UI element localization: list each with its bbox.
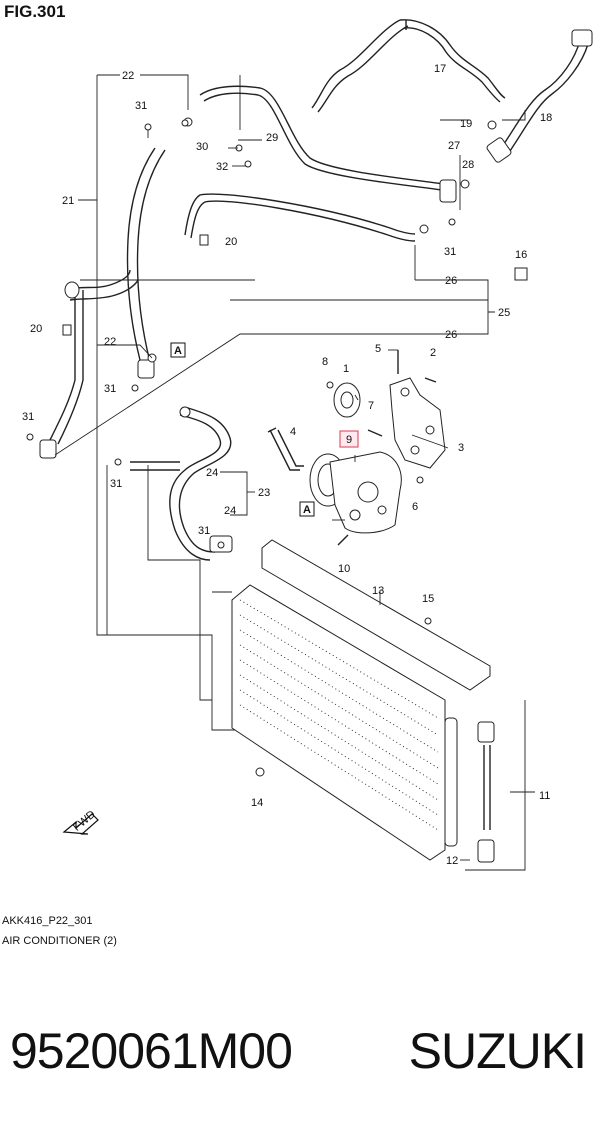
callout-31-b: 31 — [104, 383, 116, 395]
callout-11: 11 — [539, 790, 550, 802]
svg-text:A: A — [303, 504, 311, 516]
part-number: 9520061M00 — [10, 1023, 293, 1079]
callout-9-highlight-box — [339, 430, 359, 448]
callout-5: 5 — [375, 343, 381, 355]
callout-2: 2 — [430, 347, 436, 359]
callout-19: 19 — [460, 118, 472, 130]
figure-code: AKK416_P22_301 — [2, 915, 93, 927]
figure-caption: AIR CONDITIONER (2) — [2, 935, 117, 947]
callout-3: 3 — [458, 442, 464, 454]
callout-9: 9 — [346, 434, 352, 446]
callout-26-lower: 26 — [445, 329, 457, 341]
callout-24-upper: 24 — [206, 467, 218, 479]
callout-14: 14 — [251, 797, 263, 809]
callout-20-lower: 20 — [30, 323, 42, 335]
callout-23: 23 — [258, 487, 270, 499]
reference-marker-a-upper: A — [170, 342, 186, 358]
callout-18: 18 — [540, 112, 552, 124]
pipe-21-22-assembly — [39, 147, 166, 459]
callout-32: 32 — [216, 161, 228, 173]
hose-17-18-assembly — [311, 19, 593, 163]
callout-29: 29 — [266, 132, 278, 144]
callout-26-upper: 26 — [445, 275, 457, 287]
callout-17: 17 — [434, 63, 446, 75]
reference-marker-a-lower: A — [299, 501, 315, 517]
callout-28: 28 — [462, 159, 474, 171]
callout-6: 6 — [412, 501, 418, 513]
brand-name: SUZUKI — [408, 1023, 587, 1079]
callout-21: 21 — [62, 195, 74, 207]
callout-22-lower: 22 — [104, 336, 116, 348]
belt-4 — [267, 427, 304, 471]
svg-text:A: A — [174, 345, 182, 357]
bracket-3 — [389, 377, 446, 469]
callout-20-upper: 20 — [225, 236, 237, 248]
callout-31-e: 31 — [198, 525, 210, 537]
callout-31-c: 31 — [22, 411, 34, 423]
receiver-dryer-12 — [477, 721, 495, 863]
compressor-assembly — [309, 451, 402, 534]
callout-31-a: 31 — [135, 100, 147, 112]
pipe-23-24-assembly — [130, 406, 233, 561]
callout-27: 27 — [448, 140, 460, 152]
callout-31-d: 31 — [110, 478, 122, 490]
fasteners — [26, 117, 528, 777]
callout-30: 30 — [196, 141, 208, 153]
condenser-11 — [231, 584, 458, 861]
callout-7: 7 — [368, 400, 374, 412]
callout-24-lower: 24 — [224, 505, 236, 517]
figure-title: FIG.301 — [4, 2, 66, 21]
callout-25: 25 — [498, 307, 510, 319]
callout-13: 13 — [372, 585, 384, 597]
pipe-26-27-assembly — [184, 85, 457, 242]
callout-1: 1 — [343, 363, 349, 375]
callout-labels: 1 2 3 4 5 6 7 8 9 10 11 12 13 14 15 16 1… — [22, 63, 552, 867]
callout-8: 8 — [322, 356, 328, 368]
callout-15: 15 — [422, 593, 434, 605]
callout-22-upper: 22 — [122, 70, 134, 82]
ac-parts-diagram: 1 2 3 4 5 6 7 8 9 10 11 12 13 14 15 16 1… — [22, 19, 593, 871]
shroud-13 — [261, 539, 491, 691]
leader-lines — [54, 74, 535, 871]
callout-16: 16 — [515, 249, 527, 261]
callout-4: 4 — [290, 426, 296, 438]
callout-31-f: 31 — [444, 246, 456, 258]
pulley-1 — [333, 382, 361, 418]
callout-12: 12 — [446, 855, 458, 867]
callout-10: 10 — [338, 563, 350, 575]
fwd-arrow-icon: FWD — [62, 808, 99, 835]
